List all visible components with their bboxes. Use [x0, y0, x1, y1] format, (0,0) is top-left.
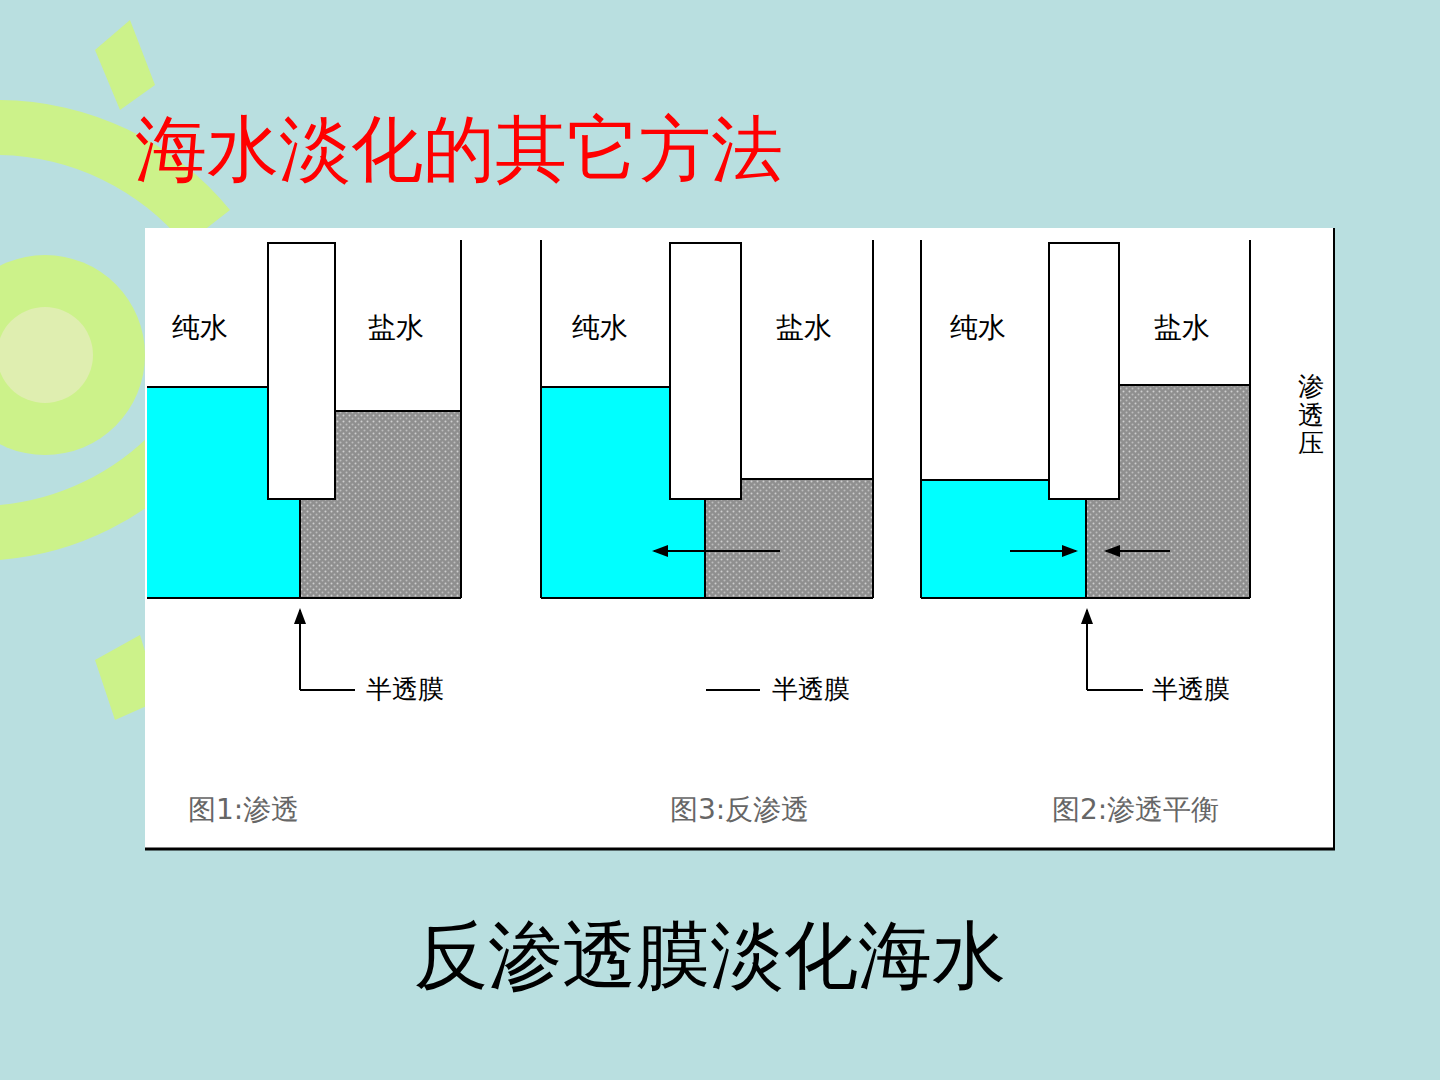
- water-label: 盐水: [776, 313, 832, 344]
- membrane-label: 半透膜: [772, 675, 850, 704]
- equilibrium-tank: [921, 240, 1250, 690]
- water-label: 纯水: [950, 313, 1006, 344]
- osmosis-tank: [147, 240, 461, 690]
- figure-caption: 图2:渗透平衡: [1052, 795, 1219, 826]
- pressure-label: 渗透压: [1298, 372, 1324, 458]
- figure-caption: 图1:渗透: [188, 795, 299, 826]
- figure-caption: 图3:反渗透: [670, 795, 809, 826]
- membrane-label: 半透膜: [366, 675, 444, 704]
- membrane-label: 半透膜: [1152, 675, 1230, 704]
- slide-title: 海水淡化的其它方法: [135, 110, 783, 189]
- water-label: 盐水: [1154, 313, 1210, 344]
- figure-panel: [145, 228, 1335, 850]
- water-label: 纯水: [172, 313, 228, 344]
- water-label: 盐水: [368, 313, 424, 344]
- slide-caption: 反渗透膜淡化海水: [414, 915, 1006, 996]
- reverse-osmosis-tank: [541, 240, 873, 690]
- water-label: 纯水: [572, 313, 628, 344]
